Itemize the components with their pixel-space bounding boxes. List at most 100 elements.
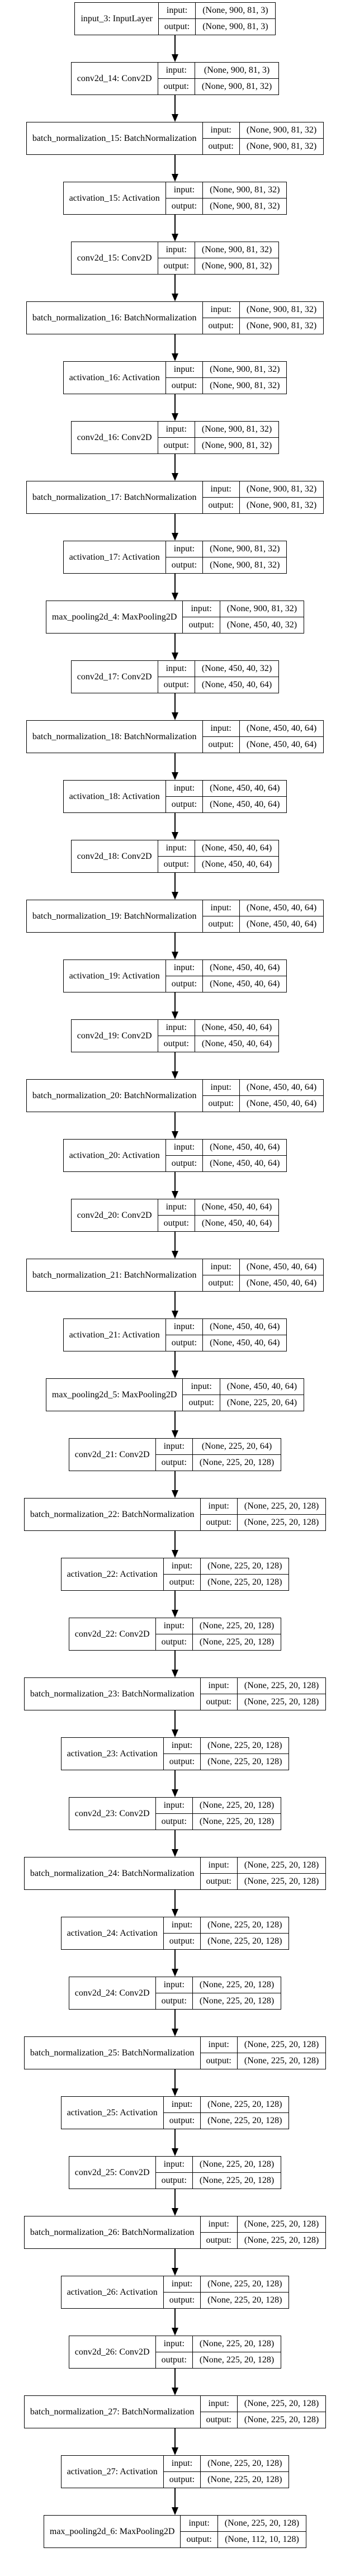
input-row: input: (None, 225, 20, 128)	[200, 1678, 326, 1694]
arrow-head-icon	[172, 1191, 178, 1199]
layer-node: conv2d_14: Conv2D input: (None, 900, 81,…	[70, 62, 280, 95]
flow-arrow	[172, 334, 178, 361]
output-shape: (None, 450, 40, 64)	[210, 1159, 280, 1168]
input-label: input:	[163, 1917, 201, 1934]
layer-node: conv2d_20: Conv2D input: (None, 450, 40,…	[70, 1199, 280, 1232]
io-shape-table: input: (None, 225, 20, 128) output: (Non…	[155, 1977, 281, 2009]
output-shape: (None, 900, 81, 3)	[202, 22, 268, 31]
output-shape: (None, 450, 40, 64)	[201, 859, 272, 869]
layer-label: batch_normalization_20: BatchNormalizati…	[27, 1080, 203, 1112]
io-shape-table: input: (None, 225, 20, 128) output: (Non…	[200, 1857, 326, 1889]
layer-node: activation_27: Activation input: (None, …	[60, 2455, 290, 2488]
arrow-head-icon	[172, 1969, 178, 1977]
input-row: input: (None, 225, 20, 128)	[163, 2097, 289, 2113]
output-row: output: (None, 450, 40, 64)	[202, 1275, 324, 1291]
io-shape-table: input: (None, 225, 20, 128) output: (Non…	[163, 2276, 289, 2308]
output-label: output:	[202, 916, 240, 932]
io-shape-table: input: (None, 450, 40, 64) output: (None…	[158, 1020, 279, 1052]
arrow-line	[174, 95, 176, 114]
io-shape-table: input: (None, 900, 81, 32) output: (None…	[158, 422, 279, 453]
output-shape: (None, 225, 20, 128)	[207, 1757, 282, 1766]
arrow-line	[174, 1232, 176, 1251]
flow-arrow	[172, 2249, 178, 2276]
arrow-line	[174, 514, 176, 533]
arrow-head-icon	[172, 413, 178, 421]
output-shape: (None, 225, 20, 128)	[244, 2056, 319, 2065]
input-row: input: (None, 450, 40, 64)	[158, 1199, 279, 1216]
output-shape: (None, 225, 20, 128)	[199, 1996, 275, 2006]
output-row: output: (None, 225, 20, 128)	[200, 2232, 326, 2248]
arrow-head-icon	[172, 1789, 178, 1797]
output-label: output:	[202, 318, 240, 334]
output-label: output:	[200, 2053, 238, 2069]
input-shape: (None, 225, 20, 128)	[192, 1798, 281, 1814]
output-label: output:	[158, 437, 195, 453]
input-shape: (None, 450, 40, 64)	[239, 1259, 324, 1275]
arrow-head-icon	[172, 1849, 178, 1857]
input-row: input: (None, 225, 20, 128)	[181, 2516, 306, 2532]
arrow-line	[174, 873, 176, 892]
output-row: output: (None, 225, 20, 128)	[155, 1634, 281, 1650]
output-row: output: (None, 225, 20, 128)	[163, 2112, 289, 2129]
output-label: output:	[158, 1215, 195, 1231]
arrow-head-icon	[172, 114, 178, 122]
output-shape: (None, 225, 20, 128)	[244, 2235, 319, 2245]
output-shape: (None, 225, 20, 128)	[244, 2415, 319, 2424]
arrow-line	[174, 275, 176, 294]
arrow-head-icon	[172, 2208, 178, 2216]
layer-node: activation_25: Activation input: (None, …	[60, 2096, 290, 2129]
input-shape: (None, 225, 20, 128)	[192, 1618, 281, 1634]
io-shape-table: input: (None, 450, 40, 64) output: (None…	[158, 1199, 279, 1231]
input-row: input: (None, 225, 20, 128)	[200, 2396, 326, 2412]
input-shape: (None, 900, 81, 32)	[220, 601, 304, 617]
layer-node: activation_15: Activation input: (None, …	[63, 182, 287, 215]
input-label: input:	[163, 2276, 201, 2293]
arrow-head-icon	[172, 892, 178, 900]
output-row: output: (None, 225, 20, 128)	[163, 2471, 289, 2488]
output-label: output:	[165, 377, 204, 394]
arrow-line	[174, 1411, 176, 1430]
flow-arrow	[172, 514, 178, 541]
output-row: output: (None, 225, 20, 128)	[155, 1813, 281, 1830]
io-shape-table: input: (None, 450, 40, 64) output: (None…	[202, 1080, 324, 1112]
flow-arrow	[172, 2069, 178, 2096]
input-row: input: (None, 225, 20, 128)	[163, 1558, 289, 1575]
arrow-line	[174, 574, 176, 593]
output-row: output: (None, 450, 40, 64)	[158, 1036, 279, 1052]
input-row: input: (None, 450, 40, 64)	[202, 1259, 324, 1275]
output-label: output:	[165, 1335, 204, 1351]
layer-label: conv2d_24: Conv2D	[69, 1977, 156, 2009]
layer-node: conv2d_22: Conv2D input: (None, 225, 20,…	[68, 1618, 282, 1651]
arrow-head-icon	[172, 1550, 178, 1558]
input-shape: (None, 450, 40, 64)	[220, 1379, 304, 1395]
input-label: input:	[158, 3, 196, 19]
layer-node: conv2d_16: Conv2D input: (None, 900, 81,…	[70, 421, 280, 454]
output-shape: (None, 450, 40, 64)	[246, 1278, 317, 1288]
io-shape-table: input: (None, 450, 40, 64) output: (None…	[165, 960, 287, 992]
layer-label: batch_normalization_18: BatchNormalizati…	[27, 721, 203, 753]
input-label: input:	[158, 242, 195, 258]
arrow-line	[174, 2249, 176, 2268]
layer-label: max_pooling2d_6: MaxPooling2D	[44, 2516, 181, 2547]
output-shape: (None, 225, 20, 128)	[199, 1458, 275, 1467]
arrow-line	[174, 334, 176, 353]
arrow-line	[174, 1292, 176, 1311]
layer-node: batch_normalization_21: BatchNormalizati…	[26, 1259, 324, 1292]
output-label: output:	[200, 1514, 238, 1530]
input-label: input:	[155, 1798, 193, 1814]
output-row: output: (None, 450, 40, 64)	[165, 976, 287, 992]
output-shape: (None, 225, 20, 128)	[207, 1936, 282, 1946]
input-shape: (None, 450, 40, 64)	[239, 1080, 324, 1096]
input-label: input:	[163, 1738, 201, 1754]
output-row: output: (None, 900, 81, 32)	[165, 557, 287, 573]
input-row: input: (None, 450, 40, 64)	[165, 1140, 287, 1156]
layer-label: conv2d_21: Conv2D	[69, 1439, 156, 1471]
layer-label: conv2d_25: Conv2D	[69, 2157, 156, 2189]
arrow-line	[174, 753, 176, 772]
flow-arrow	[172, 1651, 178, 1677]
layer-node: max_pooling2d_5: MaxPooling2D input: (No…	[45, 1378, 305, 1411]
flow-arrow	[172, 1112, 178, 1139]
arrow-line	[174, 2309, 176, 2328]
output-label: output:	[158, 856, 195, 872]
output-shape: (None, 225, 20, 128)	[199, 1817, 275, 1826]
